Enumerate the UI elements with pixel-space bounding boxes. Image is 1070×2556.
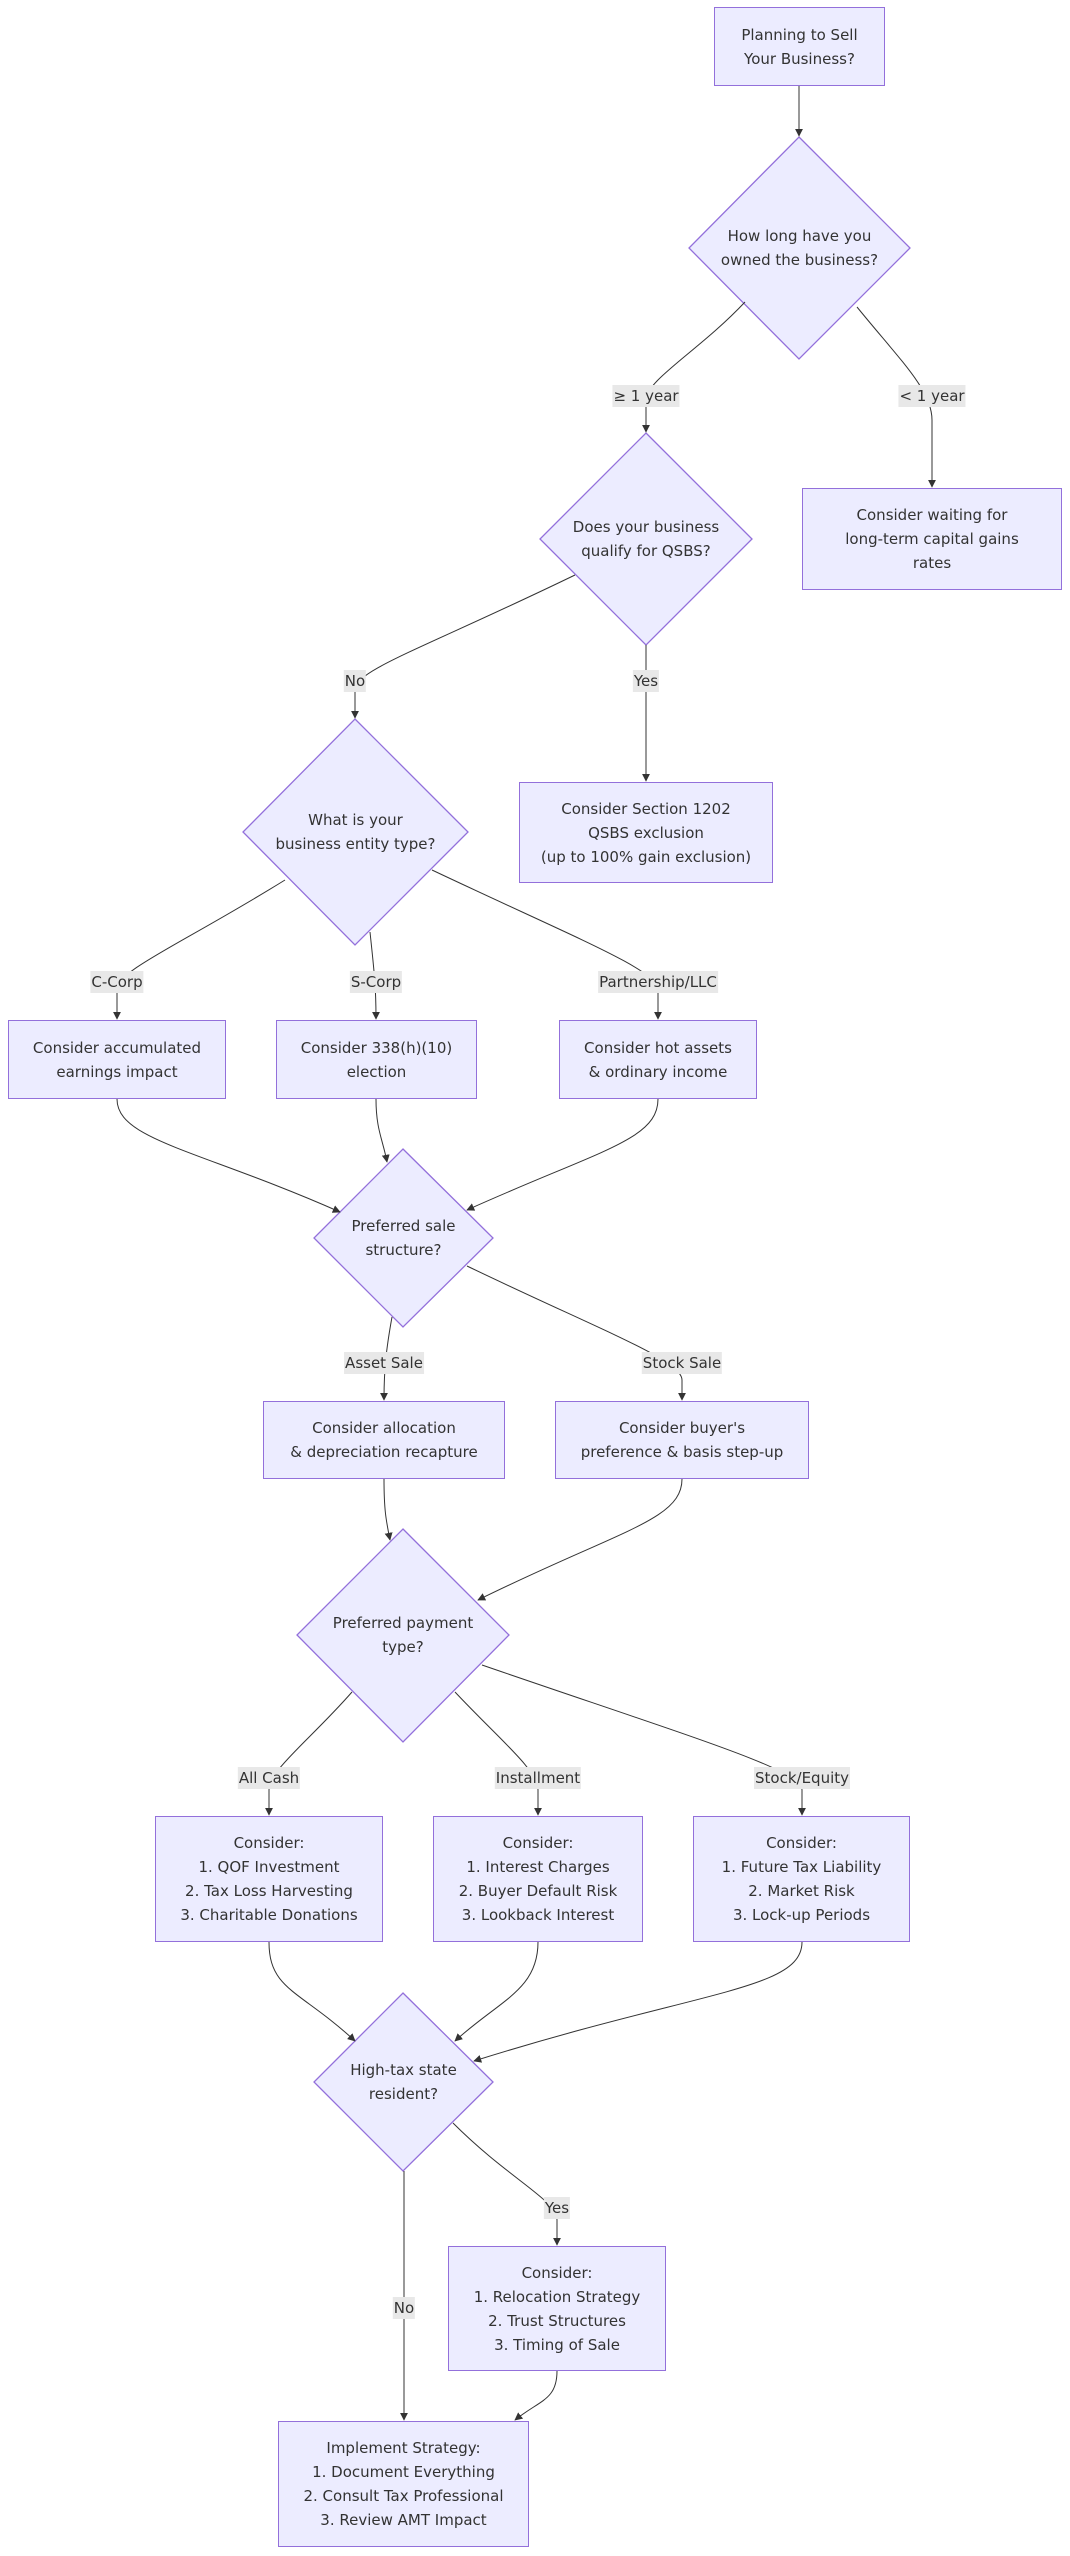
edge-label-scorp: S-Corp <box>349 971 403 993</box>
edge-label-asset-sale: Asset Sale <box>344 1352 424 1374</box>
edge-qsbs-entity <box>351 574 576 719</box>
edge-stock-payment <box>477 1478 683 1601</box>
edge-scorp-sale <box>375 1098 390 1163</box>
edge-label-ccorp: C-Corp <box>90 971 144 993</box>
edge-label-installment: Installment <box>494 1767 582 1789</box>
node-payment: Preferred payment type? <box>332 1614 474 1656</box>
edge-cash-hightax <box>268 1941 356 2042</box>
edge-payment-cash <box>265 1691 353 1816</box>
edge-label-ge-1-year: ≥ 1 year <box>612 385 680 407</box>
edge-label-stock-equity: Stock/Equity <box>754 1767 850 1789</box>
node-installment: Consider: 1. Interest Charges 2. Buyer D… <box>433 1816 643 1942</box>
node-qsbs: Does your business qualify for QSBS? <box>572 518 720 560</box>
diamond-payment <box>296 1528 510 1743</box>
edge-label-qsbs-yes: Yes <box>632 670 660 692</box>
node-cash: Consider: 1. QOF Investment 2. Tax Loss … <box>155 1816 383 1942</box>
edge-label-tax-no: No <box>392 2297 416 2319</box>
diamond-high-tax <box>313 1992 494 2172</box>
edge-ccorp-sale <box>116 1098 341 1213</box>
edge-label-lt-1-year: < 1 year <box>898 385 966 407</box>
edge-payment-installment <box>454 1691 542 1816</box>
edge-equity-hightax <box>473 1941 803 2063</box>
node-stock-sale: Consider buyer's preference & basis step… <box>555 1401 809 1479</box>
node-equity: Consider: 1. Future Tax Liability 2. Mar… <box>693 1816 910 1942</box>
edge-relocation-implement <box>514 2370 558 2421</box>
edge-ownership-wait <box>856 306 936 488</box>
edge-installment-hightax <box>454 1941 539 2042</box>
node-wait: Consider waiting for long-term capital g… <box>802 488 1062 590</box>
diamond-entity <box>242 718 469 946</box>
node-start: Planning to Sell Your Business? <box>714 7 885 86</box>
edge-hightax-relocation <box>452 2122 561 2246</box>
node-asset-sale: Consider allocation & depreciation recap… <box>263 1401 505 1479</box>
edge-entity-ccorp <box>113 879 286 1020</box>
node-entity: What is your business entity type? <box>275 811 436 853</box>
node-sale-structure: Preferred sale structure? <box>351 1217 456 1259</box>
node-ownership: How long have you owned the business? <box>720 227 879 269</box>
edge-entity-partnership <box>431 869 662 1020</box>
diamond-sale-structure <box>313 1148 494 1328</box>
node-high-tax: High-tax state resident? <box>350 2061 457 2103</box>
edge-ownership-qsbs <box>642 301 746 433</box>
edge-label-qsbs-no: No <box>343 670 367 692</box>
edge-label-partnership: Partnership/LLC <box>598 971 718 993</box>
node-partnership: Consider hot assets & ordinary income <box>559 1020 757 1099</box>
edge-sale-stock <box>466 1265 686 1401</box>
edge-partnership-sale <box>466 1098 659 1211</box>
edge-label-tax-yes: Yes <box>543 2197 571 2219</box>
node-relocation: Consider: 1. Relocation Strategy 2. Trus… <box>448 2246 666 2371</box>
node-ccorp: Consider accumulated earnings impact <box>8 1020 226 1099</box>
edge-label-stock-sale: Stock Sale <box>641 1352 723 1374</box>
node-implement: Implement Strategy: 1. Document Everythi… <box>278 2421 529 2547</box>
edge-label-all-cash: All Cash <box>237 1767 301 1789</box>
edge-asset-payment <box>383 1478 393 1541</box>
node-section1202: Consider Section 1202 QSBS exclusion (up… <box>519 782 773 883</box>
node-scorp: Consider 338(h)(10) election <box>276 1020 477 1099</box>
edge-payment-equity <box>481 1664 806 1816</box>
